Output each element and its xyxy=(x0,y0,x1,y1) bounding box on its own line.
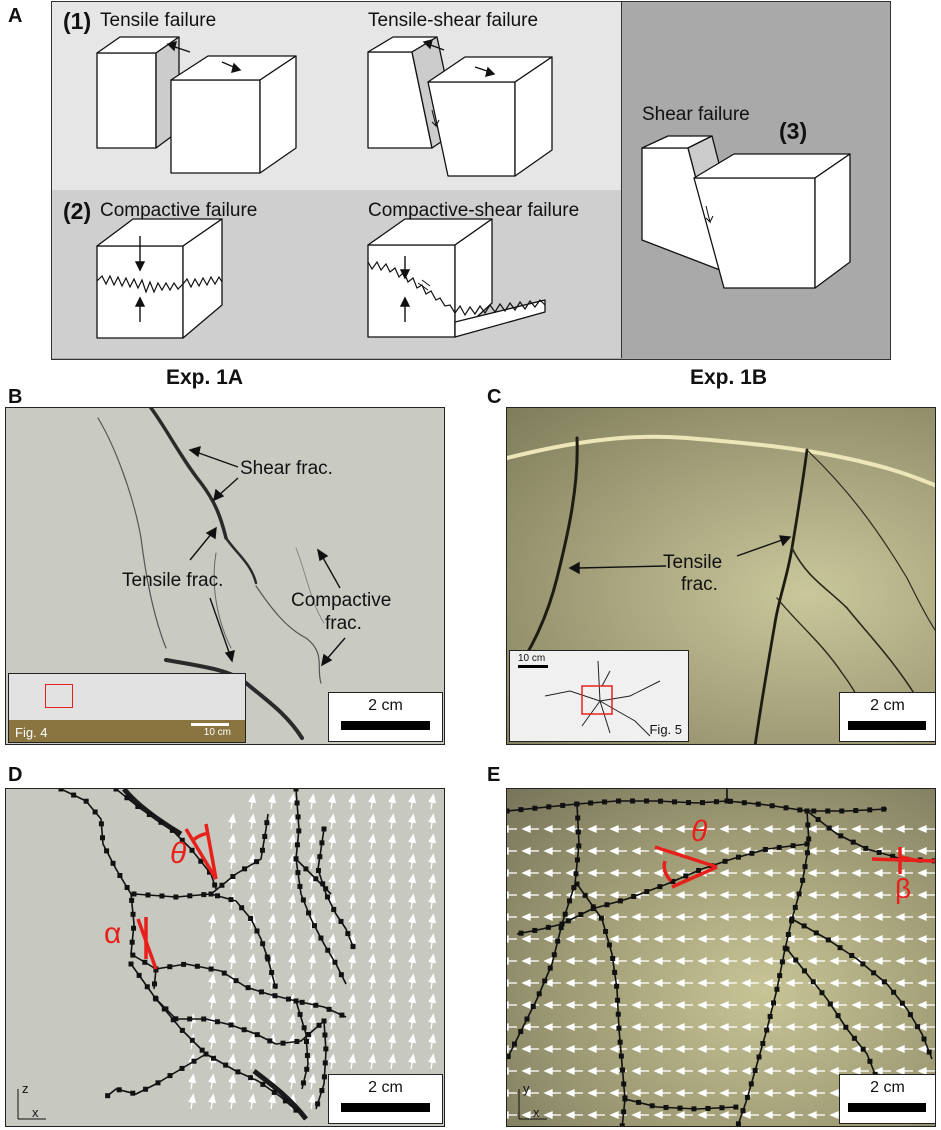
angle-markers-d xyxy=(136,823,218,970)
alpha-d: α xyxy=(104,917,122,950)
compactive-frac-label-2: frac. xyxy=(325,613,362,634)
inset-c-fig-label: Fig. 5 xyxy=(649,722,682,737)
panel-b-inset: Fig. 4 10 cm xyxy=(8,673,246,743)
compactive-zigzag-front xyxy=(96,274,184,294)
axes-icon-d xyxy=(17,1089,46,1120)
panel-e-photo: θ β y x 2 cm xyxy=(506,788,936,1127)
panel-d-scale-label: 2 cm xyxy=(368,1079,403,1096)
axes-icon-e xyxy=(518,1089,547,1120)
exp-1b-title: Exp. 1B xyxy=(690,366,768,389)
compactive-shear-zigzag xyxy=(367,260,546,317)
panel-e-scale-box: 2 cm xyxy=(839,1074,935,1124)
panel-c-photo: 10 cm Fig. 5 2 cm xyxy=(506,407,936,745)
axis-y-label: y xyxy=(523,1081,530,1096)
panel-label-b: B xyxy=(8,386,23,408)
panel-e-scale-label: 2 cm xyxy=(870,1079,905,1096)
tensile-frac-c-label-1: Tensile xyxy=(663,552,723,573)
inset-fig-label: Fig. 4 xyxy=(15,725,48,740)
box-1-number: (1) xyxy=(63,8,92,34)
box-3-number: (3) xyxy=(779,118,808,144)
panel-label-e: E xyxy=(487,764,501,786)
panel-b-photo: Fig. 4 10 cm 2 cm xyxy=(5,407,445,745)
panel-b-scale-box: 2 cm xyxy=(328,692,443,742)
axis-x-label-e: x xyxy=(533,1105,540,1120)
panel-c-scale-label: 2 cm xyxy=(870,697,905,714)
displacement-arrows-d xyxy=(188,793,437,1110)
inset-scale-label: 10 cm xyxy=(203,727,231,738)
bc-annotation-arrows xyxy=(188,445,792,667)
compactive-failure-title: Compactive failure xyxy=(100,200,258,221)
axis-z-label: z xyxy=(22,1081,29,1096)
angle-markers-e xyxy=(654,845,935,889)
shear-right-block xyxy=(693,153,851,289)
compactive-zigzag-side xyxy=(182,275,223,289)
theta-e: θ xyxy=(691,815,708,848)
panel-label-c: C xyxy=(487,386,502,408)
exp-1a-title: Exp. 1A xyxy=(166,366,244,389)
shear-frac-label: Shear frac. xyxy=(240,458,333,479)
panel-label-d: D xyxy=(8,764,23,786)
panel-b-scale-label: 2 cm xyxy=(368,697,403,714)
panel-c-inset: 10 cm Fig. 5 xyxy=(509,650,689,742)
tensile-frac-c-label-2: frac. xyxy=(681,574,718,595)
tensile-frac-label: Tensile frac. xyxy=(122,570,224,591)
shear-failure-title: Shear failure xyxy=(642,104,750,125)
panel-c-scale-box: 2 cm xyxy=(839,692,935,742)
theta-d: θ xyxy=(170,837,187,870)
beta-e: β xyxy=(895,873,912,904)
axis-x-label-d: x xyxy=(32,1105,39,1120)
compactive-frac-label-1: Compactive xyxy=(291,590,392,611)
tensile-shear-right-block xyxy=(427,56,553,177)
box-2-number: (2) xyxy=(63,198,92,224)
compactive-shear-failure-title: Compactive-shear failure xyxy=(368,200,580,221)
tensile-failure-title: Tensile failure xyxy=(100,10,217,31)
panel-a-drawings xyxy=(96,36,851,339)
panel-d-scale-box: 2 cm xyxy=(328,1074,443,1124)
inset-red-box xyxy=(45,684,73,708)
tensile-shear-failure-title: Tensile-shear failure xyxy=(368,10,539,31)
inset-c-scale-label: 10 cm xyxy=(518,653,546,664)
compactive-shear-block xyxy=(367,218,546,338)
panel-d-photo: θ α z x 2 cm xyxy=(5,788,445,1127)
panel-label-a: A xyxy=(8,5,23,27)
